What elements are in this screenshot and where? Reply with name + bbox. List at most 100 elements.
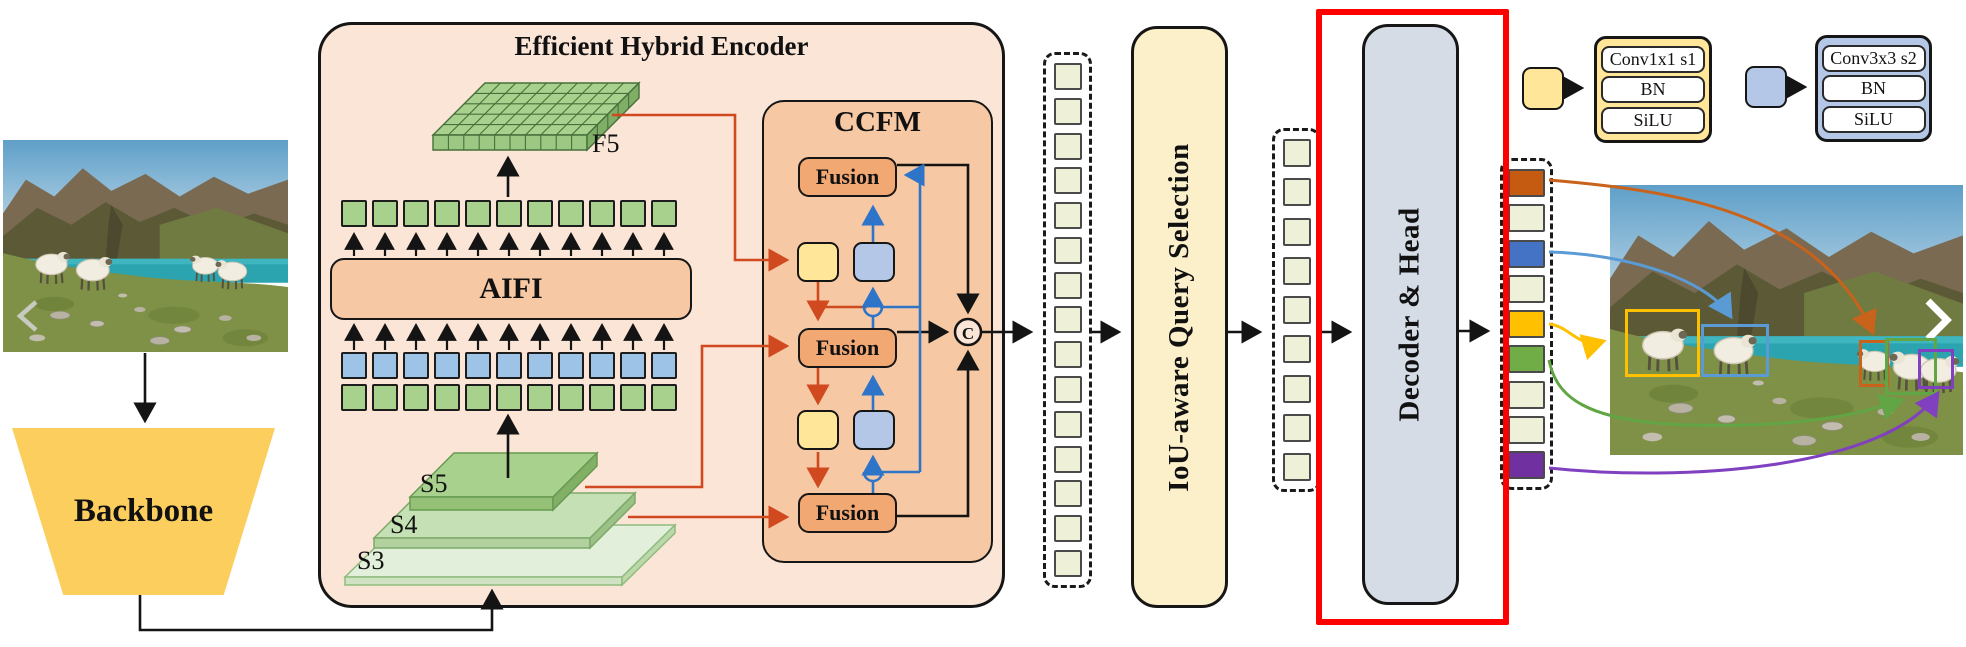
encoder-title: Efficient Hybrid Encoder (514, 31, 809, 61)
blue-conv-swatch (1745, 66, 1787, 108)
blue-token (620, 352, 646, 379)
conv1x1-square (797, 242, 839, 282)
query-token (1282, 139, 1311, 167)
blue-token (589, 352, 615, 379)
detection-box-purple (1918, 349, 1954, 389)
decoder-highlight-rectangle (1316, 9, 1509, 625)
decoder-head-block: Decoder & Head (1362, 24, 1459, 605)
blue-token (341, 352, 367, 379)
query-token (1282, 296, 1311, 324)
encoder-token (1053, 515, 1082, 543)
encoder-token (1053, 341, 1082, 369)
query-token (1282, 256, 1311, 285)
legend-step: Conv3x3 s2 (1821, 44, 1926, 72)
green-token (651, 384, 677, 411)
green-token (403, 384, 429, 411)
green-token (465, 200, 491, 227)
output-slot-token (1508, 310, 1545, 338)
blue-token (651, 352, 677, 379)
conv1x1-legend-panel: Conv1x1 s1 BN SiLU (1594, 36, 1712, 143)
iou-aware-query-selection-block: IoU-aware Query Selection (1131, 26, 1228, 608)
output-slot-token (1508, 274, 1545, 303)
encoder-token (1053, 376, 1082, 404)
blue-token (558, 352, 584, 379)
blue-token (527, 352, 553, 379)
green-token (496, 200, 522, 227)
blue-token (403, 352, 429, 379)
green-token (434, 384, 460, 411)
encoder-token (1053, 549, 1082, 577)
encoder-token (1053, 480, 1082, 508)
query-token (1282, 413, 1311, 442)
output-slot-token (1508, 204, 1545, 233)
blue-token (496, 352, 522, 379)
aifi-block: AIFI (330, 258, 692, 320)
conv1x1-square (797, 410, 839, 450)
yellow-conv-swatch (1522, 67, 1564, 110)
backbone-block: Backbone (12, 428, 275, 595)
ccfm-title: CCFM (834, 106, 921, 138)
output-slot-token (1508, 451, 1545, 479)
green-token (341, 200, 367, 227)
legend-step: SiLU (1601, 106, 1705, 134)
legend-step: BN (1821, 75, 1926, 102)
green-token (372, 384, 398, 411)
fusion-block-top: Fusion (798, 157, 897, 197)
conv3x3-square (853, 410, 895, 450)
encoder-token (1053, 236, 1082, 264)
output-slot-token (1508, 169, 1545, 197)
green-token (558, 200, 584, 227)
detection-curve-yellow (1548, 322, 1607, 361)
query-token (1282, 178, 1311, 207)
query-token (1282, 217, 1311, 246)
encoder-token (1053, 410, 1082, 438)
aifi-label: AIFI (479, 272, 543, 305)
green-token (620, 200, 646, 227)
output-slot-token (1508, 345, 1545, 374)
encoder-token (1053, 63, 1082, 90)
green-token (527, 200, 553, 227)
green-token (620, 384, 646, 411)
conv3x3-legend-panel: Conv3x3 s2 BN SiLU (1815, 35, 1932, 142)
chevron-left-icon[interactable] (16, 300, 38, 332)
encoder-token (1053, 445, 1082, 473)
encoder-token (1053, 306, 1082, 334)
query-token (1282, 335, 1311, 364)
green-token (589, 200, 615, 227)
legend-step: BN (1601, 76, 1705, 103)
legend-step: SiLU (1821, 105, 1926, 133)
green-token (496, 384, 522, 411)
blue-token (465, 352, 491, 379)
chevron-right-icon[interactable] (1925, 298, 1952, 342)
fusion-block-bottom: Fusion (798, 493, 897, 533)
green-token (651, 200, 677, 227)
query-selection-label: IoU-aware Query Selection (1163, 142, 1195, 492)
green-token (372, 200, 398, 227)
detection-box-yellow (1625, 309, 1700, 377)
green-token (527, 384, 553, 411)
selected-query-column (1272, 128, 1321, 492)
blue-token (372, 352, 398, 379)
encoder-token (1053, 132, 1082, 160)
green-token (465, 384, 491, 411)
output-slot-token (1508, 415, 1545, 444)
detection-box-blue (1701, 324, 1769, 377)
blue-token (434, 352, 460, 379)
input-image (3, 140, 288, 352)
green-token (558, 384, 584, 411)
fusion-block-middle: Fusion (798, 328, 897, 368)
output-slot-token (1508, 380, 1545, 409)
legend-step: Conv1x1 s1 (1601, 45, 1705, 73)
conv3x3-square (853, 242, 895, 282)
green-token (589, 384, 615, 411)
green-token (341, 384, 367, 411)
green-token (434, 200, 460, 227)
encoder-token (1053, 202, 1082, 230)
encoder-token (1053, 167, 1082, 195)
output-slot-token (1508, 239, 1545, 268)
green-token (403, 200, 429, 227)
backbone-label: Backbone (73, 493, 214, 529)
query-token (1282, 453, 1311, 481)
encoder-token (1053, 271, 1082, 299)
